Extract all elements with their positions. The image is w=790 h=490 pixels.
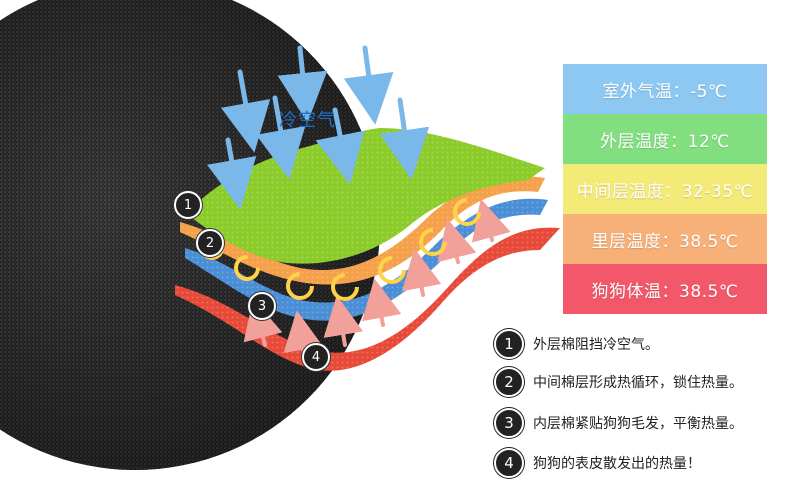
cold-air-label: 冷空气 (279, 106, 336, 132)
layer-badge-2: 2 (196, 229, 224, 257)
temp-band-outer: 外层温度：12℃ (563, 114, 767, 164)
number-badge-icon: 2 (494, 367, 524, 397)
number-badge-icon: 1 (494, 329, 524, 359)
temp-band-body: 狗狗体温：38.5℃ (563, 264, 767, 314)
temp-band-outside: 室外气温：-5℃ (563, 64, 767, 114)
number-badge-icon: 4 (494, 448, 524, 478)
legend-text: 内层棉紧贴狗狗毛发，平衡热量。 (533, 413, 743, 433)
cold-arrow-icon (365, 48, 372, 100)
legend-text: 狗狗的表皮散发出的热量！ (533, 453, 701, 473)
legend-item: 4 狗狗的表皮散发出的热量！ (494, 448, 701, 478)
layer-badge-4: 4 (302, 343, 330, 371)
legend-text: 外层棉阻挡冷空气。 (533, 334, 659, 354)
number-badge-icon: 3 (494, 408, 524, 438)
legend-item: 2 中间棉层形成热循环，锁住热量。 (494, 367, 743, 397)
temp-band-middle: 中间层温度：32-35℃ (563, 164, 767, 214)
legend-text: 中间棉层形成热循环，锁住热量。 (533, 372, 743, 392)
temp-band-label: 里层温度：38.5℃ (592, 227, 739, 252)
temp-band-inner: 里层温度：38.5℃ (563, 214, 767, 264)
legend-item: 3 内层棉紧贴狗狗毛发，平衡热量。 (494, 408, 743, 438)
temp-band-label: 外层温度：12℃ (600, 127, 730, 152)
temp-band-label: 狗狗体温：38.5℃ (592, 277, 739, 302)
layer-badge-1: 1 (174, 191, 202, 219)
temp-band-label: 室外气温：-5℃ (602, 77, 727, 102)
layer-badge-3: 3 (248, 292, 276, 320)
legend-item: 1 外层棉阻挡冷空气。 (494, 329, 659, 359)
temp-band-label: 中间层温度：32-35℃ (577, 177, 754, 202)
